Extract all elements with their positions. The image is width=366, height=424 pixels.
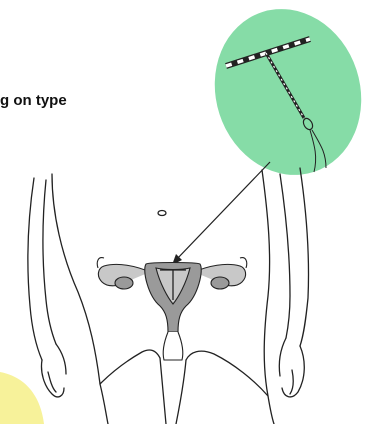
inset-ellipse (194, 0, 366, 194)
pointer-arrow (172, 162, 270, 265)
corner-highlight-shape (0, 372, 44, 424)
caption-text: g on type (0, 92, 67, 109)
iud-inset (194, 0, 366, 194)
uterus-icon (97, 258, 247, 360)
navel-mark (158, 211, 166, 216)
